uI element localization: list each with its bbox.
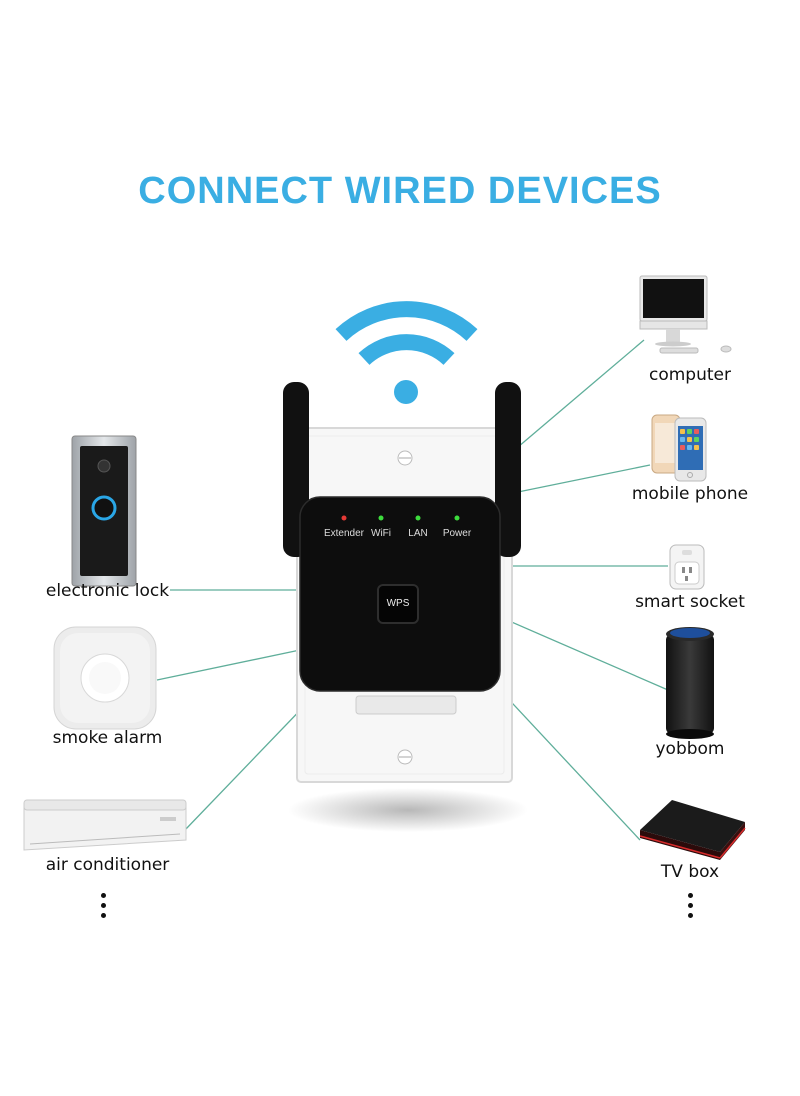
connector-lines xyxy=(156,339,669,841)
tv-box-icon xyxy=(639,800,746,860)
device-shadow xyxy=(288,788,528,832)
doorbell-icon xyxy=(71,435,137,587)
page-title: CONNECT WIRED DEVICES xyxy=(138,170,662,212)
led-label-extender: Extender xyxy=(323,528,365,539)
wps-button xyxy=(377,584,419,624)
led-power xyxy=(454,515,460,521)
connector-air-conditioner xyxy=(184,699,311,831)
antenna-right xyxy=(495,382,521,557)
connector-computer xyxy=(517,339,645,448)
mobile-phone-icon xyxy=(651,414,707,482)
smart-socket-icon xyxy=(669,544,705,590)
device-label-mobile-phone: mobile phone xyxy=(631,484,749,504)
connector-yobbom xyxy=(499,616,669,691)
connector-tv-box xyxy=(499,689,641,841)
extender-body xyxy=(299,496,501,692)
led-wifi xyxy=(378,515,384,521)
device-label-yobbom: yobbom xyxy=(655,739,725,759)
more-devices-left xyxy=(101,893,107,923)
device-label-tv-box: TV box xyxy=(660,862,720,882)
smart-speaker-icon xyxy=(666,627,714,739)
more-devices-right xyxy=(688,893,694,923)
device-label-smart-socket: smart socket xyxy=(635,592,745,612)
air-conditioner-icon xyxy=(23,799,187,851)
computer-icon xyxy=(639,275,732,354)
smoke-alarm-icon xyxy=(53,626,157,730)
wps-label: WPS xyxy=(386,598,410,609)
wifi-icon xyxy=(335,301,478,404)
led-label-lan: LAN xyxy=(408,528,428,539)
led-extender xyxy=(341,515,347,521)
connector-mobile-phone xyxy=(517,464,651,493)
led-label-power: Power xyxy=(442,528,472,539)
device-label-computer: computer xyxy=(649,365,731,385)
led-lan xyxy=(415,515,421,521)
device-label-smoke-alarm: smoke alarm xyxy=(52,728,163,748)
device-label-air-conditioner: air conditioner xyxy=(45,855,170,875)
device-label-electronic-lock: electronic lock xyxy=(45,581,170,601)
connector-smoke-alarm xyxy=(156,649,301,681)
outlet-socket xyxy=(355,695,457,715)
led-label-wifi: WiFi xyxy=(371,528,391,539)
